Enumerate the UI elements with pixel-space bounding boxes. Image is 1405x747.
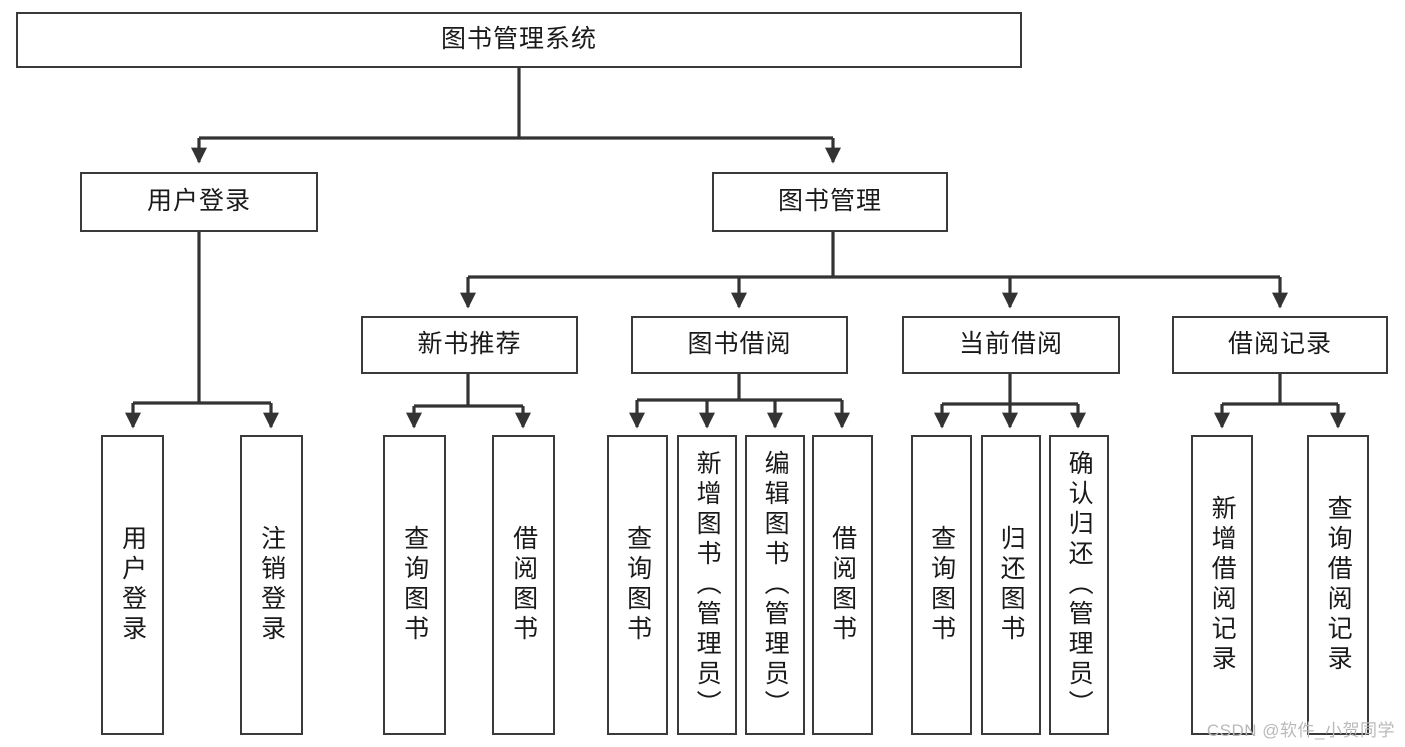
node-label: 新增图书（管理员） — [693, 450, 722, 720]
leaf-user-login[interactable]: 用户登录 — [101, 435, 164, 735]
node-user-login[interactable]: 用户登录 — [80, 172, 318, 232]
leaf-query-book-current[interactable]: 查询图书 — [911, 435, 972, 735]
node-label: 借阅图书 — [509, 525, 538, 645]
leaf-add-borrow-record[interactable]: 新增借阅记录 — [1191, 435, 1253, 735]
node-label: 查询图书 — [927, 525, 956, 645]
leaf-borrow-book-recommend[interactable]: 借阅图书 — [492, 435, 555, 735]
leaf-user-logout[interactable]: 注销登录 — [240, 435, 303, 735]
leaf-borrow-book[interactable]: 借阅图书 — [812, 435, 873, 735]
node-label: 当前借阅 — [958, 330, 1063, 359]
node-label: 新增借阅记录 — [1208, 495, 1237, 675]
leaf-add-book-admin[interactable]: 新增图书（管理员） — [677, 435, 737, 735]
node-borrow-record[interactable]: 借阅记录 — [1172, 316, 1388, 374]
node-root-book-management-system[interactable]: 图书管理系统 — [16, 12, 1022, 68]
leaf-confirm-return-admin[interactable]: 确认归还（管理员） — [1049, 435, 1109, 735]
node-book-borrow[interactable]: 图书借阅 — [631, 316, 848, 374]
node-label: 图书管理系统 — [440, 25, 597, 54]
node-label: 注销登录 — [257, 525, 286, 645]
leaf-query-borrow-record[interactable]: 查询借阅记录 — [1307, 435, 1369, 735]
node-label: 归还图书 — [997, 525, 1026, 645]
node-label: 查询图书 — [400, 525, 429, 645]
node-label: 查询图书 — [623, 525, 652, 645]
node-new-book-recommend[interactable]: 新书推荐 — [361, 316, 578, 374]
node-label: 用户登录 — [118, 525, 147, 645]
node-label: 用户登录 — [146, 187, 251, 216]
leaf-return-book[interactable]: 归还图书 — [981, 435, 1041, 735]
node-current-borrow[interactable]: 当前借阅 — [902, 316, 1120, 374]
node-label: 借阅记录 — [1227, 330, 1332, 359]
leaf-query-book-recommend[interactable]: 查询图书 — [383, 435, 446, 735]
node-label: 查询借阅记录 — [1324, 495, 1353, 675]
node-label: 图书借阅 — [687, 330, 792, 359]
node-label: 图书管理 — [777, 187, 882, 216]
node-label: 借阅图书 — [828, 525, 857, 645]
node-label: 新书推荐 — [417, 330, 522, 359]
node-book-management[interactable]: 图书管理 — [712, 172, 948, 232]
node-label: 编辑图书（管理员） — [761, 450, 790, 720]
leaf-query-book-borrow[interactable]: 查询图书 — [607, 435, 668, 735]
leaf-edit-book-admin[interactable]: 编辑图书（管理员） — [745, 435, 805, 735]
node-label: 确认归还（管理员） — [1065, 450, 1094, 720]
